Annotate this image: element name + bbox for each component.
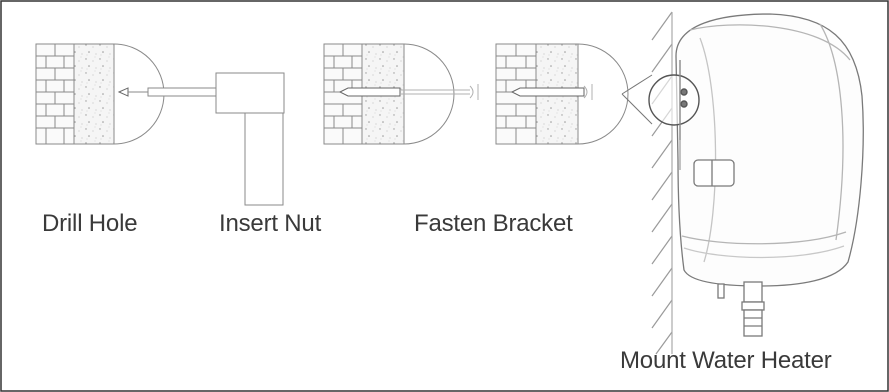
heater-handle: [693, 159, 735, 187]
fasten-bracket-illustration: [495, 43, 653, 145]
drill-hole-icon: [117, 87, 129, 97]
zoom-bubble: [577, 43, 629, 145]
insert-nut-illustration: [323, 43, 479, 145]
magnifier-icon: [648, 60, 700, 140]
expansion-nut-icon: [338, 87, 401, 97]
brick-wall-icon: [35, 43, 75, 145]
screw-icon: [400, 84, 479, 100]
drill-hole-illustration: [35, 43, 165, 145]
wall-hatching: [651, 11, 673, 355]
drill-tool-icon: [147, 72, 285, 206]
heater-pipe: [743, 281, 763, 303]
step-label-fasten-bracket: Fasten Bracket: [414, 210, 573, 237]
bracket-bolt-icon: [510, 87, 585, 97]
step-label-mount-water-heater: Mount Water Heater: [620, 347, 832, 374]
water-heater-icon: [675, 13, 864, 337]
step-label-drill-hole: Drill Hole: [42, 210, 138, 237]
step-label-insert-nut: Insert Nut: [219, 210, 322, 237]
concrete-section: [73, 43, 115, 145]
